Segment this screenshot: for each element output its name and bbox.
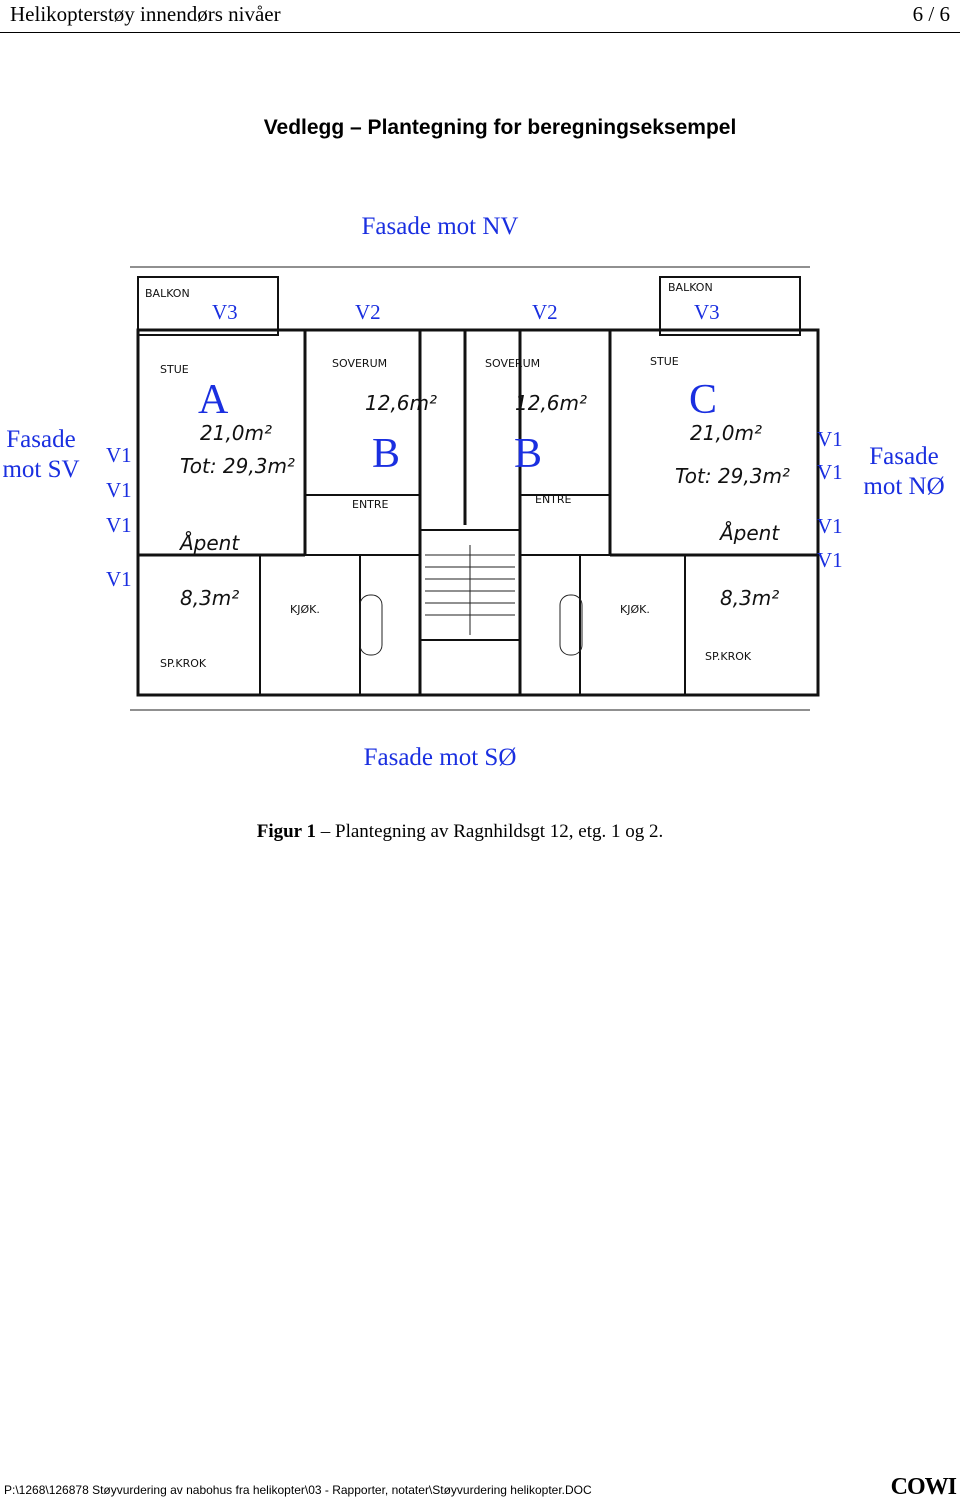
area-bedroom-right: 12,6m²	[515, 391, 587, 415]
open-right: Åpent	[718, 521, 780, 545]
facade-label-nv: Fasade mot NV	[361, 213, 519, 240]
figure-caption-text: – Plantegning av Ragnhildsgt 12, etg. 1 …	[316, 821, 664, 842]
soverum-left-text: SOVERUM	[332, 357, 387, 370]
entre-left-text: ENTRE	[352, 498, 389, 511]
balkon-left-text: BALKON	[145, 287, 190, 300]
stue-right-text: STUE	[650, 355, 679, 368]
window-label-left-3: V1	[106, 513, 132, 537]
figure-caption-label: Figur 1	[256, 821, 317, 842]
apartment-label-c: C	[689, 377, 718, 423]
area-total-left: Tot: 29,3m²	[180, 454, 295, 478]
spkrok-left-text: SP.KROK	[160, 657, 207, 670]
open-left: Åpent	[178, 531, 240, 555]
facade-sv-line2: mot SV	[2, 456, 80, 483]
cowi-logo: COWI	[890, 1474, 957, 1500]
facade-label-no: Fasade mot NØ	[848, 442, 960, 502]
document-header-title: Helikopterstøy innendørs nivåer	[10, 2, 281, 26]
window-label-left-2: V1	[106, 478, 132, 502]
window-label-left-1: V1	[106, 443, 132, 467]
page-number: 6 / 6	[912, 2, 950, 26]
apartment-label-b-left: B	[372, 431, 401, 477]
window-label-top-4: V3	[694, 300, 720, 324]
facade-no-line1: Fasade	[869, 443, 939, 470]
area-bedroom-left: 12,6m²	[365, 391, 437, 415]
window-label-right-2: V1	[817, 460, 843, 484]
spkrok-right-text: SP.KROK	[705, 650, 752, 663]
area-nook-left: 8,3m²	[180, 586, 239, 610]
window-label-top-3: V2	[532, 300, 558, 324]
facade-no-line2: mot NØ	[863, 473, 945, 500]
area-living-right: 21,0m²	[690, 421, 762, 445]
facade-label-so: Fasade mot SØ	[363, 744, 517, 771]
facade-label-sv: Fasade mot SV	[0, 425, 82, 485]
floor-plan-svg: BALKON BALKON STUE STUE SOVERUM SOVERUM …	[130, 266, 820, 711]
figure-caption: Figur 1 – Plantegning av Ragnhildsgt 12,…	[0, 821, 920, 843]
appendix-heading: Vedlegg – Plantegning for beregningsekse…	[263, 116, 737, 139]
area-nook-right: 8,3m²	[720, 586, 779, 610]
window-label-left-4: V1	[106, 567, 132, 591]
kjokken-left-text: KJØK.	[290, 603, 320, 616]
apartment-label-b-right: B	[514, 431, 543, 477]
stue-left-text: STUE	[160, 363, 189, 376]
window-label-right-4: V1	[817, 548, 843, 572]
window-label-top-2: V2	[355, 300, 381, 324]
soverum-right-text: SOVERUM	[485, 357, 540, 370]
footer-file-path: P:\1268\126878 Støyvurdering av nabohus …	[4, 1483, 592, 1497]
apartment-label-a: A	[198, 377, 229, 423]
window-label-right-3: V1	[817, 514, 843, 538]
area-total-right: Tot: 29,3m²	[675, 464, 790, 488]
balkon-right-text: BALKON	[668, 281, 713, 294]
kjokken-right-text: KJØK.	[620, 603, 650, 616]
area-living-left: 21,0m²	[200, 421, 272, 445]
window-label-right-1: V1	[817, 427, 843, 451]
facade-sv-line1: Fasade	[6, 426, 76, 453]
window-label-top-1: V3	[212, 300, 238, 324]
header-divider	[0, 32, 960, 33]
floor-plan-drawing: BALKON BALKON STUE STUE SOVERUM SOVERUM …	[120, 255, 840, 725]
entre-right-text: ENTRE	[535, 493, 572, 506]
